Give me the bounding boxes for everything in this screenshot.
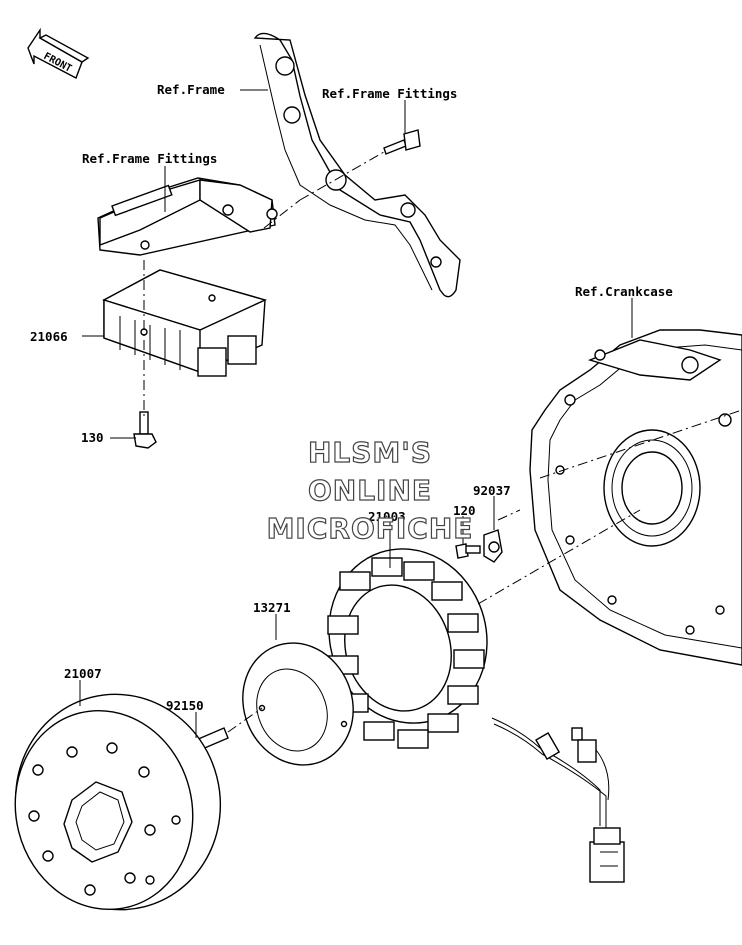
gasket-13271 [242,642,354,766]
frame-fitting-bracket [97,177,278,256]
watermark-line-1: HLSM'S [308,436,432,469]
front-arrow: FRONT [27,27,90,79]
bolt-120 [455,543,481,559]
label-13271: 13271 [253,600,291,615]
watermark: HLSM'S ONLINE MICROFICHE [266,435,474,545]
clamp-92037 [483,529,503,563]
watermark-line-2: ONLINE [308,474,432,507]
label-ref-frame-fittings-left: Ref.Frame Fittings [82,151,217,166]
frame-fitting-bolt [383,129,421,155]
regulator-rectifier [102,269,268,377]
label-ref-frame-fittings-right: Ref.Frame Fittings [322,86,457,101]
label-92037: 92037 [473,483,511,498]
label-21003: 21003 [368,509,406,524]
leader-lines [79,89,633,738]
label-21066: 21066 [30,329,68,344]
frame-part [253,32,461,298]
labels: Ref.Frame Ref.Frame Fittings Ref.Frame F… [30,82,673,713]
label-120: 120 [453,503,476,518]
label-130: 130 [81,430,104,445]
label-21007: 21007 [64,666,102,681]
label-ref-frame: Ref.Frame [157,82,225,97]
label-ref-crankcase: Ref.Crankcase [575,284,673,299]
bolt-130 [133,411,157,449]
crankcase-part [529,329,742,666]
label-92150: 92150 [166,698,204,713]
rotor-21007 [14,693,222,911]
watermark-line-3: MICROFICHE [267,512,474,545]
